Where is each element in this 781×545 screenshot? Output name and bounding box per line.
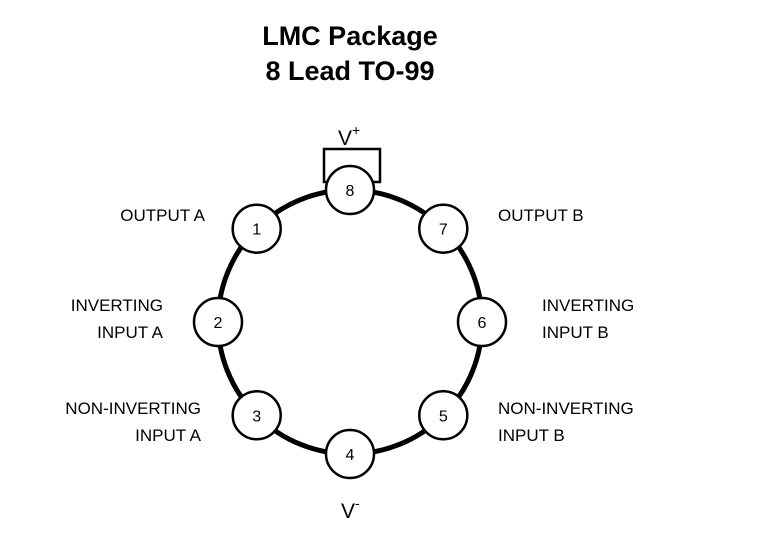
supply-negative-base: V [341, 500, 356, 523]
pin-1-circle [231, 203, 282, 254]
pin-5-label: NON-INVERTING INPUT B [498, 395, 634, 449]
pin-1-label: OUTPUT A [120, 202, 205, 229]
pin-2-label-line-2: INPUT A [97, 323, 163, 342]
pin-8: 8 [324, 164, 376, 216]
pin-3-circle [231, 390, 282, 441]
supply-positive-base: V [338, 127, 353, 150]
pin-6-label: INVERTING INPUT B [542, 292, 634, 346]
pin-5-number: 5 [439, 408, 448, 425]
pins-layer: 1 2 3 4 5 6 7 8 [192, 164, 508, 480]
pin-5-circle [418, 390, 469, 441]
supply-negative-sign: - [355, 495, 360, 511]
pin-4: 4 [324, 428, 376, 480]
pin-1: 1 [231, 203, 282, 254]
pin-6-number: 6 [478, 315, 487, 332]
pin-5: 5 [418, 390, 469, 441]
pin-2-circle [192, 296, 244, 348]
pin-6: 6 [456, 296, 508, 348]
pin-8-circle [324, 164, 376, 216]
diagram-title-line-2: 8 Lead TO-99 [265, 56, 435, 86]
pin-2-label: INVERTING INPUT A [71, 292, 163, 346]
supply-positive-label: V+ [338, 120, 360, 151]
pin-7-circle [418, 203, 469, 254]
pin-3-number: 3 [252, 408, 261, 425]
pin-3: 3 [231, 390, 282, 441]
pin-7-label: OUTPUT B [498, 202, 584, 229]
pin-4-circle [324, 428, 376, 480]
pin-1-number: 1 [252, 222, 261, 239]
supply-negative-label: V- [341, 493, 360, 524]
pin-2-label-line-1: INVERTING [70, 296, 163, 315]
pin-3-label-line-1: NON-INVERTING [65, 399, 201, 418]
pin-3-label-line-2: INPUT A [135, 426, 201, 445]
pin-2: 2 [192, 296, 244, 348]
pin-7-number: 7 [439, 222, 448, 239]
pin-4-number: 4 [346, 447, 355, 464]
pin-7-label-line-1: OUTPUT B [498, 206, 584, 225]
pin-5-label-line-1: NON-INVERTING [498, 399, 634, 418]
supply-positive-sign: + [352, 122, 361, 138]
pin-1-label-line-1: OUTPUT A [120, 206, 205, 225]
pin-7: 7 [418, 203, 469, 254]
pin-8-number: 8 [346, 183, 355, 200]
pin-5-label-line-2: INPUT B [498, 426, 565, 445]
pin-6-label-line-2: INPUT B [542, 323, 609, 342]
diagram-title-line-1: LMC Package [262, 21, 438, 51]
pin-3-label: NON-INVERTING INPUT A [65, 395, 201, 449]
pin-6-circle [456, 296, 508, 348]
pin-6-label-line-1: INVERTING [542, 296, 635, 315]
pin-2-number: 2 [214, 315, 223, 332]
